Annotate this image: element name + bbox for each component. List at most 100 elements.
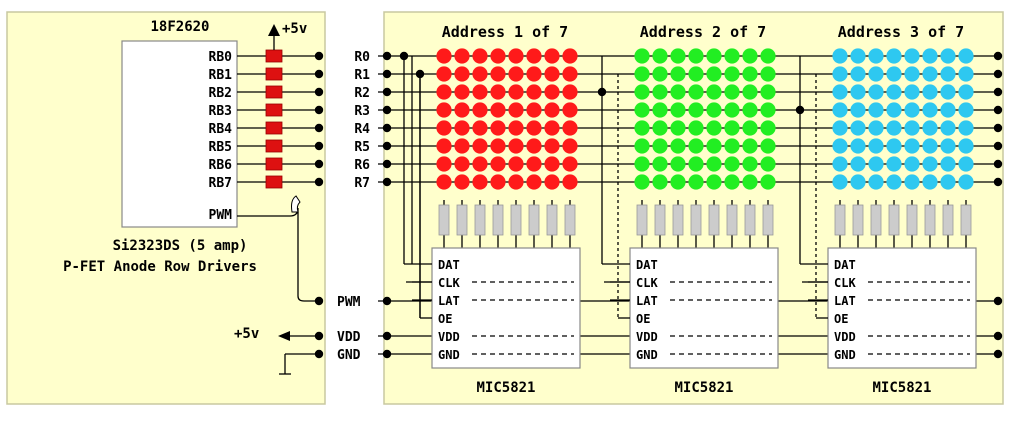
pwm-terminal-dot — [314, 296, 324, 306]
bus-vdd-label: VDD — [337, 330, 361, 345]
led — [634, 84, 650, 100]
led — [706, 84, 722, 100]
led — [850, 66, 866, 82]
led — [742, 120, 758, 136]
chip-pin-gnd: GND — [834, 348, 856, 362]
module-title-1: Address 1 of 7 — [442, 23, 568, 41]
column-resistor — [726, 204, 738, 236]
row-right-dot — [993, 51, 1003, 61]
module-title-3: Address 3 of 7 — [838, 23, 964, 41]
chip-pin-clk: CLK — [636, 276, 658, 290]
led — [688, 66, 704, 82]
led — [562, 120, 578, 136]
led — [868, 138, 884, 154]
led — [454, 48, 470, 64]
led — [850, 156, 866, 172]
led — [724, 102, 740, 118]
led — [886, 174, 902, 190]
led — [436, 174, 452, 190]
led — [922, 66, 938, 82]
led — [742, 84, 758, 100]
led — [868, 102, 884, 118]
led — [940, 174, 956, 190]
row-label-r7: R7 — [354, 176, 370, 191]
dat-tap-dot — [399, 51, 409, 61]
column-resistor — [672, 204, 684, 236]
led — [958, 48, 974, 64]
driver-caption-line2: P-FET Anode Row Drivers — [63, 259, 257, 275]
led — [832, 102, 848, 118]
led — [526, 156, 542, 172]
led — [760, 120, 776, 136]
led — [922, 84, 938, 100]
row-right-dot — [993, 87, 1003, 97]
mcu-pin-rb7: RB7 — [209, 176, 232, 191]
bus-gnd-label: GND — [337, 348, 361, 363]
led — [652, 84, 668, 100]
led — [886, 120, 902, 136]
pwm-gate-arrow-icon — [291, 195, 301, 213]
row-terminal-dot — [314, 69, 324, 79]
led — [544, 156, 560, 172]
led — [508, 120, 524, 136]
led — [850, 84, 866, 100]
column-resistor — [528, 204, 540, 236]
column-resistor — [564, 204, 576, 236]
led — [490, 84, 506, 100]
chip-pin-vdd: VDD — [834, 330, 856, 344]
led — [454, 84, 470, 100]
led — [454, 66, 470, 82]
led — [472, 174, 488, 190]
led — [544, 102, 560, 118]
mcu-pin-rb3: RB3 — [209, 104, 232, 119]
led — [706, 174, 722, 190]
led — [688, 84, 704, 100]
column-resistor — [636, 204, 648, 236]
led — [724, 84, 740, 100]
led — [634, 48, 650, 64]
mcu-pin-rb5: RB5 — [209, 140, 232, 155]
chip-name-1: MIC5821 — [476, 380, 535, 396]
bus-right-dot — [993, 349, 1003, 359]
led — [490, 174, 506, 190]
led — [688, 156, 704, 172]
led — [688, 48, 704, 64]
led — [526, 174, 542, 190]
led — [760, 174, 776, 190]
led — [562, 66, 578, 82]
led — [652, 138, 668, 154]
row-left-dot — [382, 141, 392, 151]
led — [472, 66, 488, 82]
led — [490, 66, 506, 82]
bus-left-dot — [382, 331, 392, 341]
led — [922, 138, 938, 154]
led — [940, 138, 956, 154]
led — [508, 66, 524, 82]
led — [490, 138, 506, 154]
row-terminal-dot — [314, 87, 324, 97]
led — [904, 174, 920, 190]
led — [940, 102, 956, 118]
led — [958, 156, 974, 172]
led — [562, 102, 578, 118]
led — [742, 174, 758, 190]
column-resistor — [456, 204, 468, 236]
mcu-pin-rb6: RB6 — [209, 158, 233, 173]
driver-caption-line1: Si2323DS (5 amp) — [113, 238, 248, 254]
led — [436, 138, 452, 154]
mcu-pin-rb4: RB4 — [209, 122, 233, 137]
led — [706, 102, 722, 118]
led — [472, 120, 488, 136]
chip-pin-lat: LAT — [834, 294, 856, 308]
led — [904, 156, 920, 172]
led — [760, 48, 776, 64]
led — [868, 66, 884, 82]
row-terminal-dot — [314, 141, 324, 151]
led — [526, 120, 542, 136]
led — [886, 66, 902, 82]
led — [886, 102, 902, 118]
vdd-arrow-icon — [278, 331, 290, 341]
row-left-dot — [382, 123, 392, 133]
led — [508, 156, 524, 172]
led — [670, 156, 686, 172]
